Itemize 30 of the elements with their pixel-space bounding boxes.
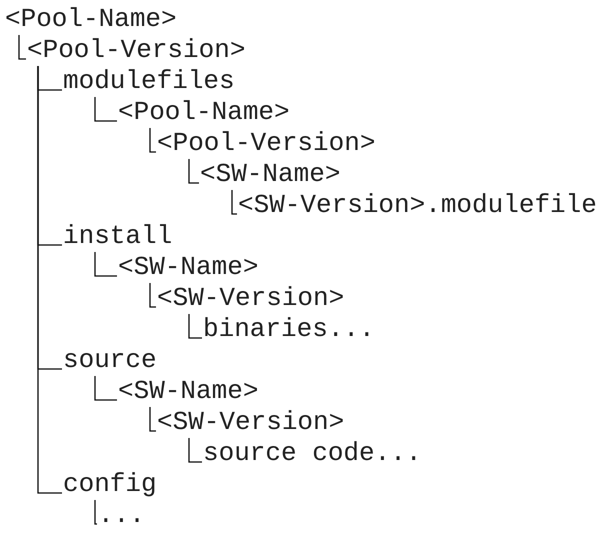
folder-name: <SW-Version> [157, 407, 344, 438]
folder-name: <SW-Name> [118, 252, 258, 283]
folder-name: <SW-Name> [200, 159, 340, 190]
tree-line [94, 376, 117, 401]
folder-name: binaries... [203, 314, 375, 345]
tree-line [94, 97, 117, 122]
folder-name: <Pool-Name> [118, 97, 290, 128]
tree-line [231, 190, 237, 215]
tree-line [149, 407, 156, 432]
folder-name: source [63, 345, 157, 376]
folder-name: install [63, 221, 172, 252]
folder-name: source code... [203, 438, 422, 469]
tree-line [188, 314, 202, 339]
folder-name: modulefiles [63, 66, 235, 97]
tree-line [188, 159, 199, 184]
tree-line [149, 283, 156, 308]
tree-line [188, 438, 202, 463]
folder-name: <SW-Version>.modulefile [238, 190, 597, 221]
folder-name: <Pool-Name> [5, 4, 177, 35]
folder-name: config [63, 469, 157, 500]
folder-name: <SW-Name> [118, 376, 258, 407]
tree-line [94, 252, 117, 277]
folder-name: <Pool-Version> [27, 35, 246, 66]
folder-name: <Pool-Version> [157, 128, 376, 159]
tree-line [149, 128, 156, 153]
tree-line [37, 66, 62, 494]
tree-line [18, 35, 26, 60]
folder-name: ... [98, 500, 145, 531]
folder-name: <SW-Version> [157, 283, 344, 314]
tree-line [94, 500, 97, 525]
